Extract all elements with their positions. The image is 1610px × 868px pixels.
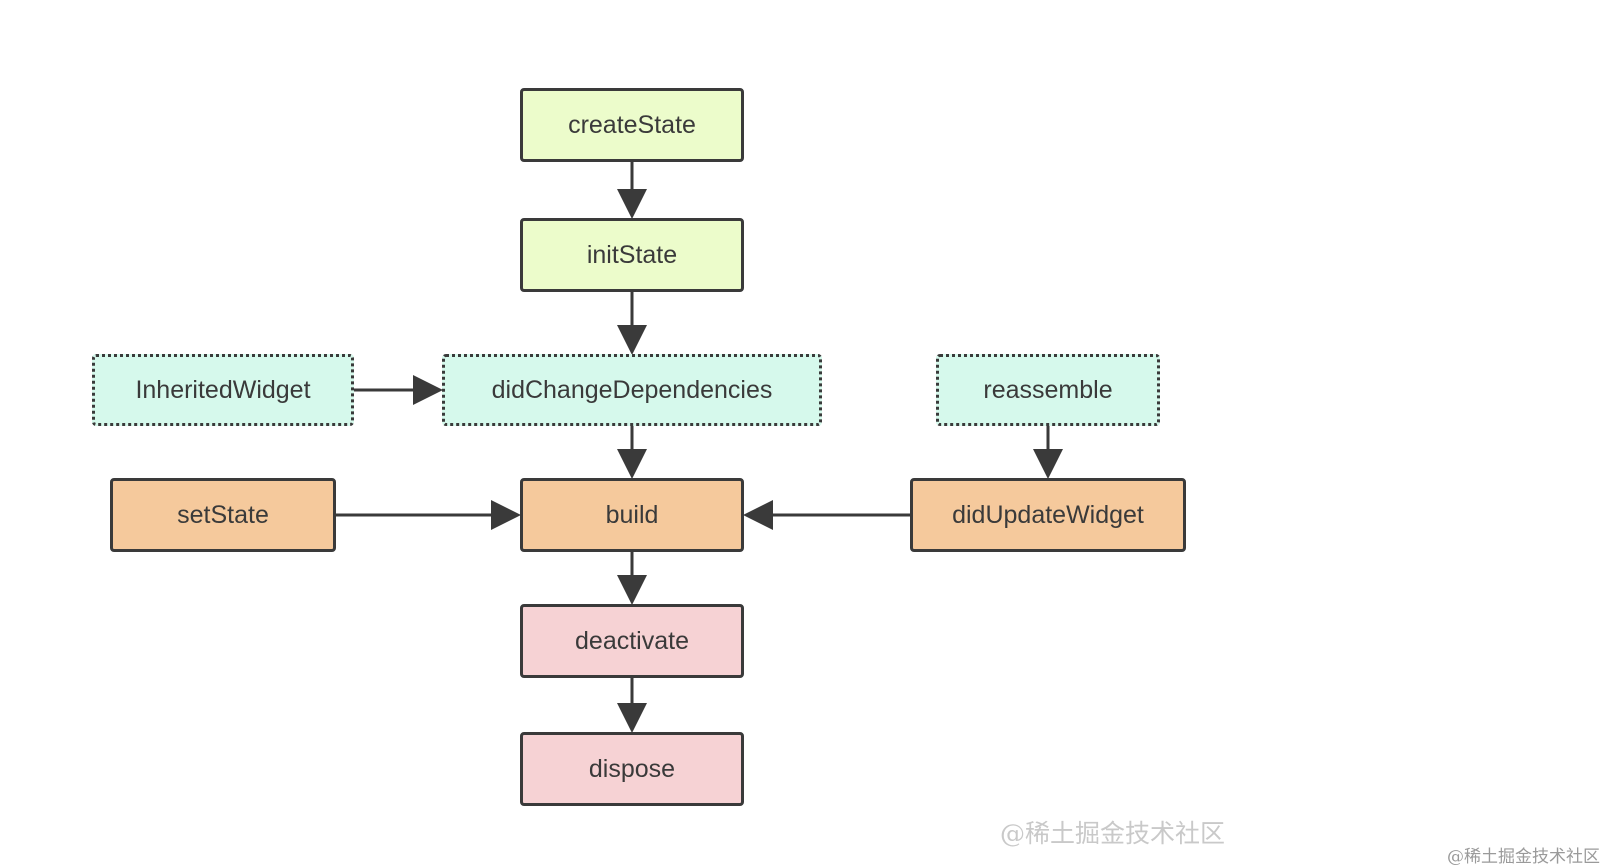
node-deactivate: deactivate bbox=[520, 604, 744, 678]
node-create-state: createState bbox=[520, 88, 744, 162]
watermark-corner: @稀土掘金技术社区 bbox=[1447, 847, 1600, 867]
watermark-center: @稀土掘金技术社区 bbox=[1000, 819, 1226, 848]
node-did-update-widget: didUpdateWidget bbox=[910, 478, 1186, 552]
node-build: build bbox=[520, 478, 744, 552]
node-reassemble: reassemble bbox=[936, 354, 1160, 426]
node-init-state: initState bbox=[520, 218, 744, 292]
node-dispose: dispose bbox=[520, 732, 744, 806]
node-set-state: setState bbox=[110, 478, 336, 552]
node-did-change-dependencies: didChangeDependencies bbox=[442, 354, 822, 426]
node-inherited-widget: InheritedWidget bbox=[92, 354, 354, 426]
